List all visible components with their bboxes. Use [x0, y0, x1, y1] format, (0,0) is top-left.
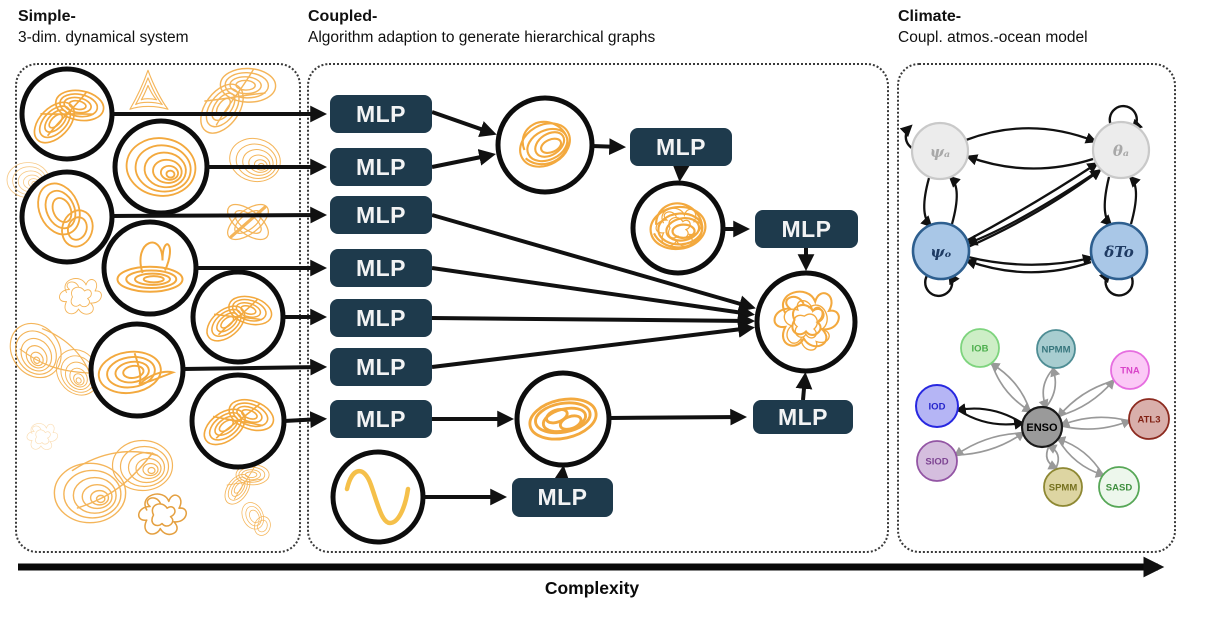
panel-subtitle: Algorithm adaption to generate hierarchi…	[308, 29, 656, 46]
panel-title: Climate-	[898, 8, 962, 25]
svg-text:TNA: TNA	[1120, 366, 1140, 377]
faint-scribble-attractor	[26, 423, 59, 450]
arrow	[431, 213, 756, 312]
circled-attractors	[16, 66, 293, 470]
arrow	[795, 371, 813, 401]
enso-node-center: ENSO	[1020, 405, 1064, 449]
enso-node-sasd: SASD	[1098, 466, 1140, 508]
panel-subtitle: Coupl. atmos.-ocean model	[898, 29, 1088, 46]
enso-node-iod: IOD	[915, 384, 959, 428]
svg-text:δTo: δTo	[1103, 243, 1133, 261]
loop-attractor	[237, 498, 274, 538]
arrow	[431, 321, 756, 369]
enso-network-graph: IOB NPMM TNA ATL3 SASD SPMM	[915, 328, 1170, 508]
panel-title: Simple-	[18, 8, 76, 25]
svg-text:ψₐ: ψₐ	[930, 143, 950, 161]
mlp-block: MLP	[330, 95, 432, 133]
panel-header-climate: Climate- Coupl. atmos.-ocean model	[898, 6, 1088, 48]
arrow	[111, 206, 328, 224]
node-delta-To: δTo	[1089, 221, 1149, 281]
arrow	[431, 149, 496, 169]
mlp-block: MLP	[330, 249, 432, 287]
funnel-attractor	[224, 132, 286, 188]
mlp-block: MLP	[330, 148, 432, 186]
panel-coupled-border	[307, 63, 889, 553]
self-loop-psi-o	[924, 271, 960, 298]
enso-iod-edges	[954, 403, 1026, 430]
arrow	[431, 312, 756, 330]
enso-node-iob: IOB	[960, 328, 1000, 368]
final-attractor-node	[754, 270, 858, 374]
arrow	[182, 358, 328, 376]
attractor-node	[19, 169, 115, 265]
enso-node-atl3: ATL3	[1128, 398, 1170, 440]
svg-text:NPMM: NPMM	[1041, 345, 1070, 356]
mlp-block: MLP	[330, 299, 432, 337]
svg-text:ENSO: ENSO	[1026, 422, 1058, 434]
mlp-block: MLP	[755, 210, 858, 248]
enso-node-siod: SIOD	[916, 440, 958, 482]
enso-node-npmm: NPMM	[1036, 329, 1076, 369]
torus-attractor-node	[514, 370, 612, 468]
node-psi-a: ψₐ	[910, 121, 970, 181]
svg-text:θₐ: θₐ	[1113, 142, 1129, 160]
svg-text:SIOD: SIOD	[925, 457, 948, 468]
arrow	[553, 464, 570, 483]
self-loop-theta-a	[1108, 104, 1144, 132]
arrow	[431, 110, 497, 138]
merged-attractor-node	[630, 180, 726, 276]
panel-subtitle: 3-dim. dynamical system	[18, 29, 189, 46]
sine-input-node	[330, 449, 426, 545]
panel-header-coupled: Coupled- Algorithm adaption to generate …	[308, 6, 655, 48]
svg-text:ATL3: ATL3	[1137, 415, 1160, 426]
merged-attractor-node	[495, 95, 595, 195]
arrow	[608, 408, 748, 426]
flow-arrows	[111, 105, 815, 506]
arrow	[431, 266, 755, 321]
atmosphere-ocean-graph: ψₐ θₐ ψₒ δTo	[899, 104, 1151, 298]
mlp-block: MLP	[512, 478, 613, 517]
arrow	[283, 411, 328, 429]
enso-node-spmm: SPMM	[1043, 467, 1083, 507]
mlp-block: MLP	[630, 128, 732, 166]
complexity-axis-label: Complexity	[544, 578, 640, 598]
svg-text:SASD: SASD	[1106, 483, 1133, 494]
panel-simple-border	[15, 63, 301, 553]
graph-edges	[920, 127, 1141, 274]
mlp-block: MLP	[330, 400, 432, 438]
arrow	[591, 138, 627, 155]
mlp-block: MLP	[330, 196, 432, 234]
panel-climate-border	[897, 63, 1176, 553]
enso-node-tna: TNA	[1110, 350, 1150, 390]
panel-header-simple: Simple- 3-dim. dynamical system	[18, 6, 189, 48]
attractor-node	[16, 66, 118, 162]
attractor-node	[188, 269, 288, 365]
panel-title: Coupled-	[308, 8, 378, 25]
dark-scribble-attractor	[137, 493, 188, 536]
self-loop-delta-To	[1098, 270, 1134, 297]
attractor-node	[112, 118, 210, 216]
svg-text:SPMM: SPMM	[1049, 483, 1078, 494]
svg-text:ψₒ: ψₒ	[930, 243, 951, 261]
triangle-attractor	[129, 69, 169, 110]
knot-attractor	[220, 196, 276, 248]
node-psi-o: ψₒ	[911, 221, 971, 281]
scribble-attractor	[59, 278, 102, 315]
attractor-node	[88, 321, 186, 419]
node-theta-a: θₐ	[1091, 120, 1151, 180]
double-spiral-attractor	[54, 441, 172, 523]
mlp-block: MLP	[753, 400, 853, 434]
svg-text:IOD: IOD	[929, 402, 946, 413]
arrow	[672, 164, 690, 183]
enso-edges	[953, 362, 1132, 478]
svg-text:IOB: IOB	[972, 344, 989, 355]
attractor-node	[183, 372, 293, 470]
mlp-block: MLP	[330, 348, 432, 386]
attractor-node	[101, 219, 199, 317]
